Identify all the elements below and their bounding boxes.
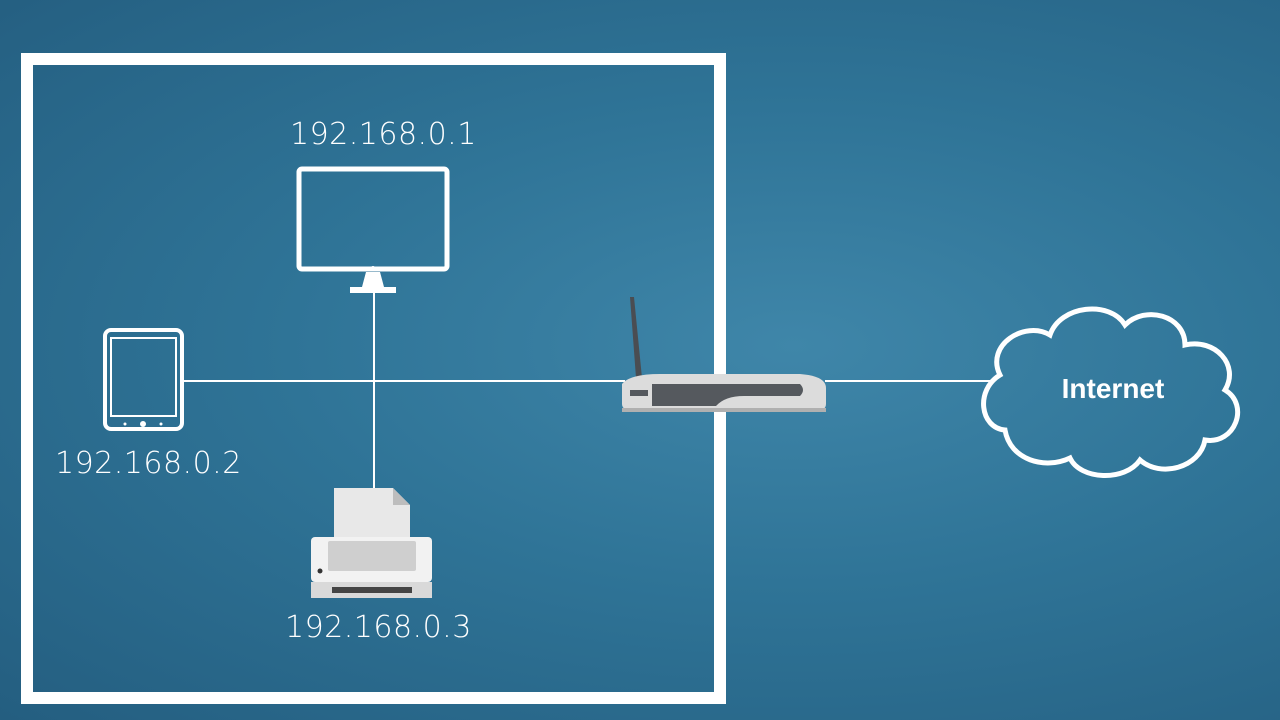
cloud-icon <box>981 306 1241 478</box>
tablet-ip-label: 192.168.0.2 <box>55 446 242 481</box>
monitor-icon <box>296 166 450 293</box>
printer-ip-label: 192.168.0.3 <box>285 610 472 645</box>
printer-icon <box>311 488 432 598</box>
connection-lines <box>184 292 992 488</box>
router-icon <box>622 297 826 412</box>
internet-label: Internet <box>1061 373 1165 404</box>
tablet-icon <box>103 328 184 431</box>
monitor-ip-label: 192.168.0.1 <box>290 117 477 152</box>
